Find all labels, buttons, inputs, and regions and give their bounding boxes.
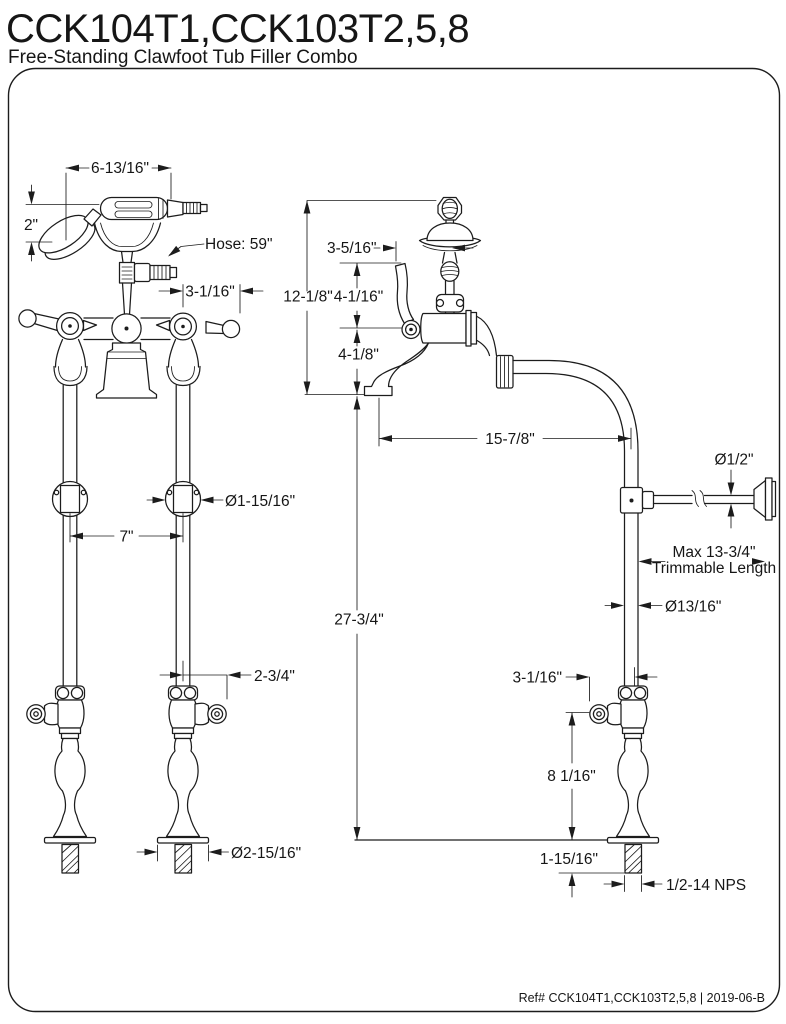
supply-columns-front (26, 338, 227, 874)
dim-label-pipe-diameter: Ø13/16" (665, 599, 721, 616)
page-title: CCK104T1,CCK103T2,5,8 (6, 7, 469, 51)
dim-trimmable-length: Max 13-3/4" Trimmable Length (638, 544, 776, 577)
page-subtitle: Free-Standing Clawfoot Tub Filler Combo (8, 47, 358, 68)
faucet-body-front (18, 309, 241, 399)
ref-number: Ref# CCK104T1,CCK103T2,5,8 | 2019-06-B (519, 991, 765, 1005)
dim-lever-to-handshower: 3-5/16" (327, 240, 474, 262)
dim-label-center-to-spout: 4-1/8" (338, 347, 379, 364)
dim-below-floor: 1-15/16" (540, 851, 625, 898)
dim-thread-spec: 1/2-14 NPS (603, 875, 746, 894)
left-handle-lever (33, 312, 60, 332)
dim-label-trim-max: Max 13-3/4" (672, 544, 755, 561)
hose-connector (166, 199, 184, 218)
hose-nipple-nut (133, 262, 151, 283)
dim-label-faucet-height: 12-1/8" (283, 289, 332, 306)
diverter-lever (394, 262, 415, 325)
dim-center-to-spout: 4-1/8" (338, 329, 379, 395)
spout-front (95, 342, 158, 399)
wall-flange-plate (764, 477, 773, 521)
dim-label-head-depth: 2" (24, 217, 38, 234)
dim-label-spout-reach: 15-7/8" (485, 431, 534, 448)
head-dome (426, 222, 474, 242)
sheet-border (7, 67, 781, 1013)
dim-label-rod-diameter: Ø1/2" (714, 452, 753, 469)
dim-faucet-height: 12-1/8" (283, 200, 437, 395)
dim-spout-reach: 15-7/8" (378, 397, 632, 450)
dim-label-hose-length: Hose: 59" (205, 236, 273, 253)
gooseneck-and-support (476, 315, 777, 688)
cradle-and-stem (93, 222, 178, 316)
dim-label-valve-handle-projection: 2-3/4" (254, 668, 295, 685)
dim-column-spacing: 7" (69, 513, 184, 546)
dim-label-thread-spec: 1/2-14 NPS (666, 877, 746, 894)
dim-label-lever-to-handshower: 3-5/16" (327, 240, 376, 257)
dim-label-below-floor: 1-15/16" (540, 851, 598, 868)
callout-hose-length: Hose: 59" (165, 236, 273, 260)
dim-label-floor-to-spout: 27-3/4" (334, 612, 383, 629)
right-handle-lever (205, 320, 225, 335)
dim-label-handle-projection: 3-1/16" (185, 284, 234, 301)
dim-label-trim-text: Trimmable Length (652, 560, 776, 577)
dim-label-valve-height: 8 1/16" (547, 768, 596, 785)
handshower-grip (99, 196, 169, 221)
dim-floor-to-spout: 27-3/4" (334, 396, 384, 841)
dim-rod-diameter: Ø1/2" (714, 452, 754, 529)
supply-column-side (354, 685, 660, 874)
dim-overall-width: 6-13/16" (65, 160, 172, 241)
dim-label-column-spacing: 7" (119, 529, 133, 546)
dim-bracket-diameter: Ø1-15/16" (146, 493, 295, 510)
dim-valve-handle-projection: 2-3/4" (159, 660, 295, 700)
handshower-side (418, 196, 482, 322)
dim-handle-projection-front: 3-1/16" (158, 284, 264, 314)
front-view: 6-13/16" 2" Hose: 59" 3-1/16" Ø1-15/16" (18, 160, 301, 874)
dim-label-bracket-diameter: Ø1-15/16" (225, 493, 295, 510)
dim-flange-diameter: Ø2-15/16" (136, 844, 301, 862)
side-view: 3-5/16" 12-1/8" 4-1/16" 4-1/8" 27-3/4" (283, 196, 777, 898)
dim-head-depth: 2" (24, 184, 100, 262)
support-rod (652, 494, 755, 505)
dim-label-flange-diameter: Ø2-15/16" (231, 845, 301, 862)
dim-pipe-diameter: Ø13/16" (604, 599, 721, 616)
dim-label-overall-width: 6-13/16" (91, 160, 149, 177)
dim-valve-handle-reach: 3-1/16" (513, 667, 658, 702)
dim-label-valve-handle-reach: 3-1/16" (513, 670, 562, 687)
tub-spout-side (363, 342, 430, 397)
dim-valve-height: 8 1/16" (547, 712, 596, 841)
wall-flange-cone (753, 479, 767, 519)
dim-label-cradle-to-center: 4-1/16" (334, 289, 383, 306)
faucet-body-side (363, 262, 478, 397)
handshower-front (38, 196, 208, 260)
dim-cradle-to-center: 4-1/16" (334, 262, 403, 329)
diverter-body (118, 261, 136, 284)
handshower-neck (83, 208, 102, 227)
